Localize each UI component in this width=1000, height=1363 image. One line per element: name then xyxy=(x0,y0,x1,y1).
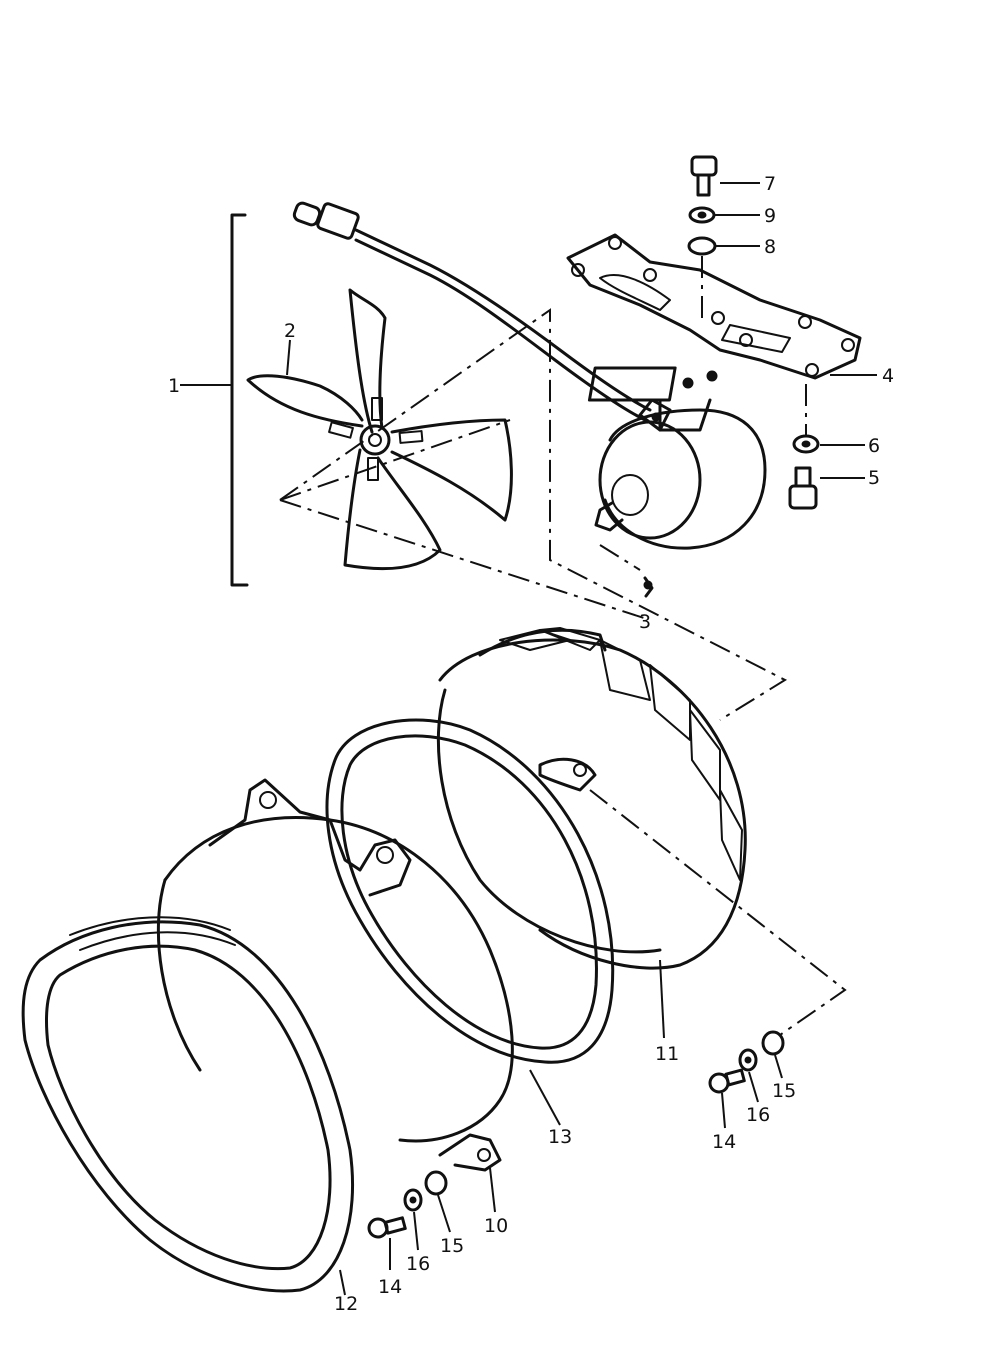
callout-11: 11 xyxy=(655,1043,679,1065)
callout-labels: 1 2 3 4 5 6 7 8 9 10 11 12 13 14 15 16 1… xyxy=(168,173,894,1315)
fan-shroud xyxy=(436,627,747,970)
washer-16-left xyxy=(403,1188,423,1212)
callout-4: 4 xyxy=(882,365,894,387)
callout-5: 5 xyxy=(868,467,880,489)
callout-1: 1 xyxy=(168,375,180,397)
callout-15-left: 15 xyxy=(440,1235,464,1257)
callout-6: 6 xyxy=(868,435,880,457)
callout-12: 12 xyxy=(334,1293,358,1315)
callout-16-left: 16 xyxy=(406,1253,430,1275)
washer-9 xyxy=(688,206,716,224)
callout-15-right: 15 xyxy=(772,1080,796,1102)
seal-ring xyxy=(325,718,615,1064)
callout-13: 13 xyxy=(548,1126,572,1148)
assembly-bracket xyxy=(180,213,249,587)
callout-14-left: 14 xyxy=(378,1276,402,1298)
mounting-plate xyxy=(566,233,862,380)
fan-motor xyxy=(587,366,767,550)
leader-lines xyxy=(286,182,877,1296)
callout-8: 8 xyxy=(764,236,776,258)
washer-6 xyxy=(792,434,820,454)
washer-8 xyxy=(687,236,717,256)
callout-7: 7 xyxy=(764,173,776,195)
callout-2: 2 xyxy=(284,320,296,342)
assembly-centerlines xyxy=(279,308,847,1036)
front-shroud-ring xyxy=(21,916,354,1293)
washer-15-left xyxy=(424,1170,448,1196)
callout-16-right: 16 xyxy=(746,1104,770,1126)
clip-3 xyxy=(643,576,654,598)
screw-14-left xyxy=(367,1216,407,1239)
screw-14-right xyxy=(708,1068,746,1094)
fan-blade xyxy=(246,288,513,571)
washer-15-right xyxy=(761,1030,785,1056)
bolt-7 xyxy=(690,155,718,197)
callout-14-right: 14 xyxy=(712,1131,736,1153)
callout-3: 3 xyxy=(639,611,651,633)
fan-housing xyxy=(156,778,514,1172)
washer-16-right xyxy=(738,1048,758,1072)
callout-10: 10 xyxy=(484,1215,508,1237)
bolt-5 xyxy=(788,466,818,510)
callout-9: 9 xyxy=(764,205,776,227)
wire-harness xyxy=(292,201,652,422)
